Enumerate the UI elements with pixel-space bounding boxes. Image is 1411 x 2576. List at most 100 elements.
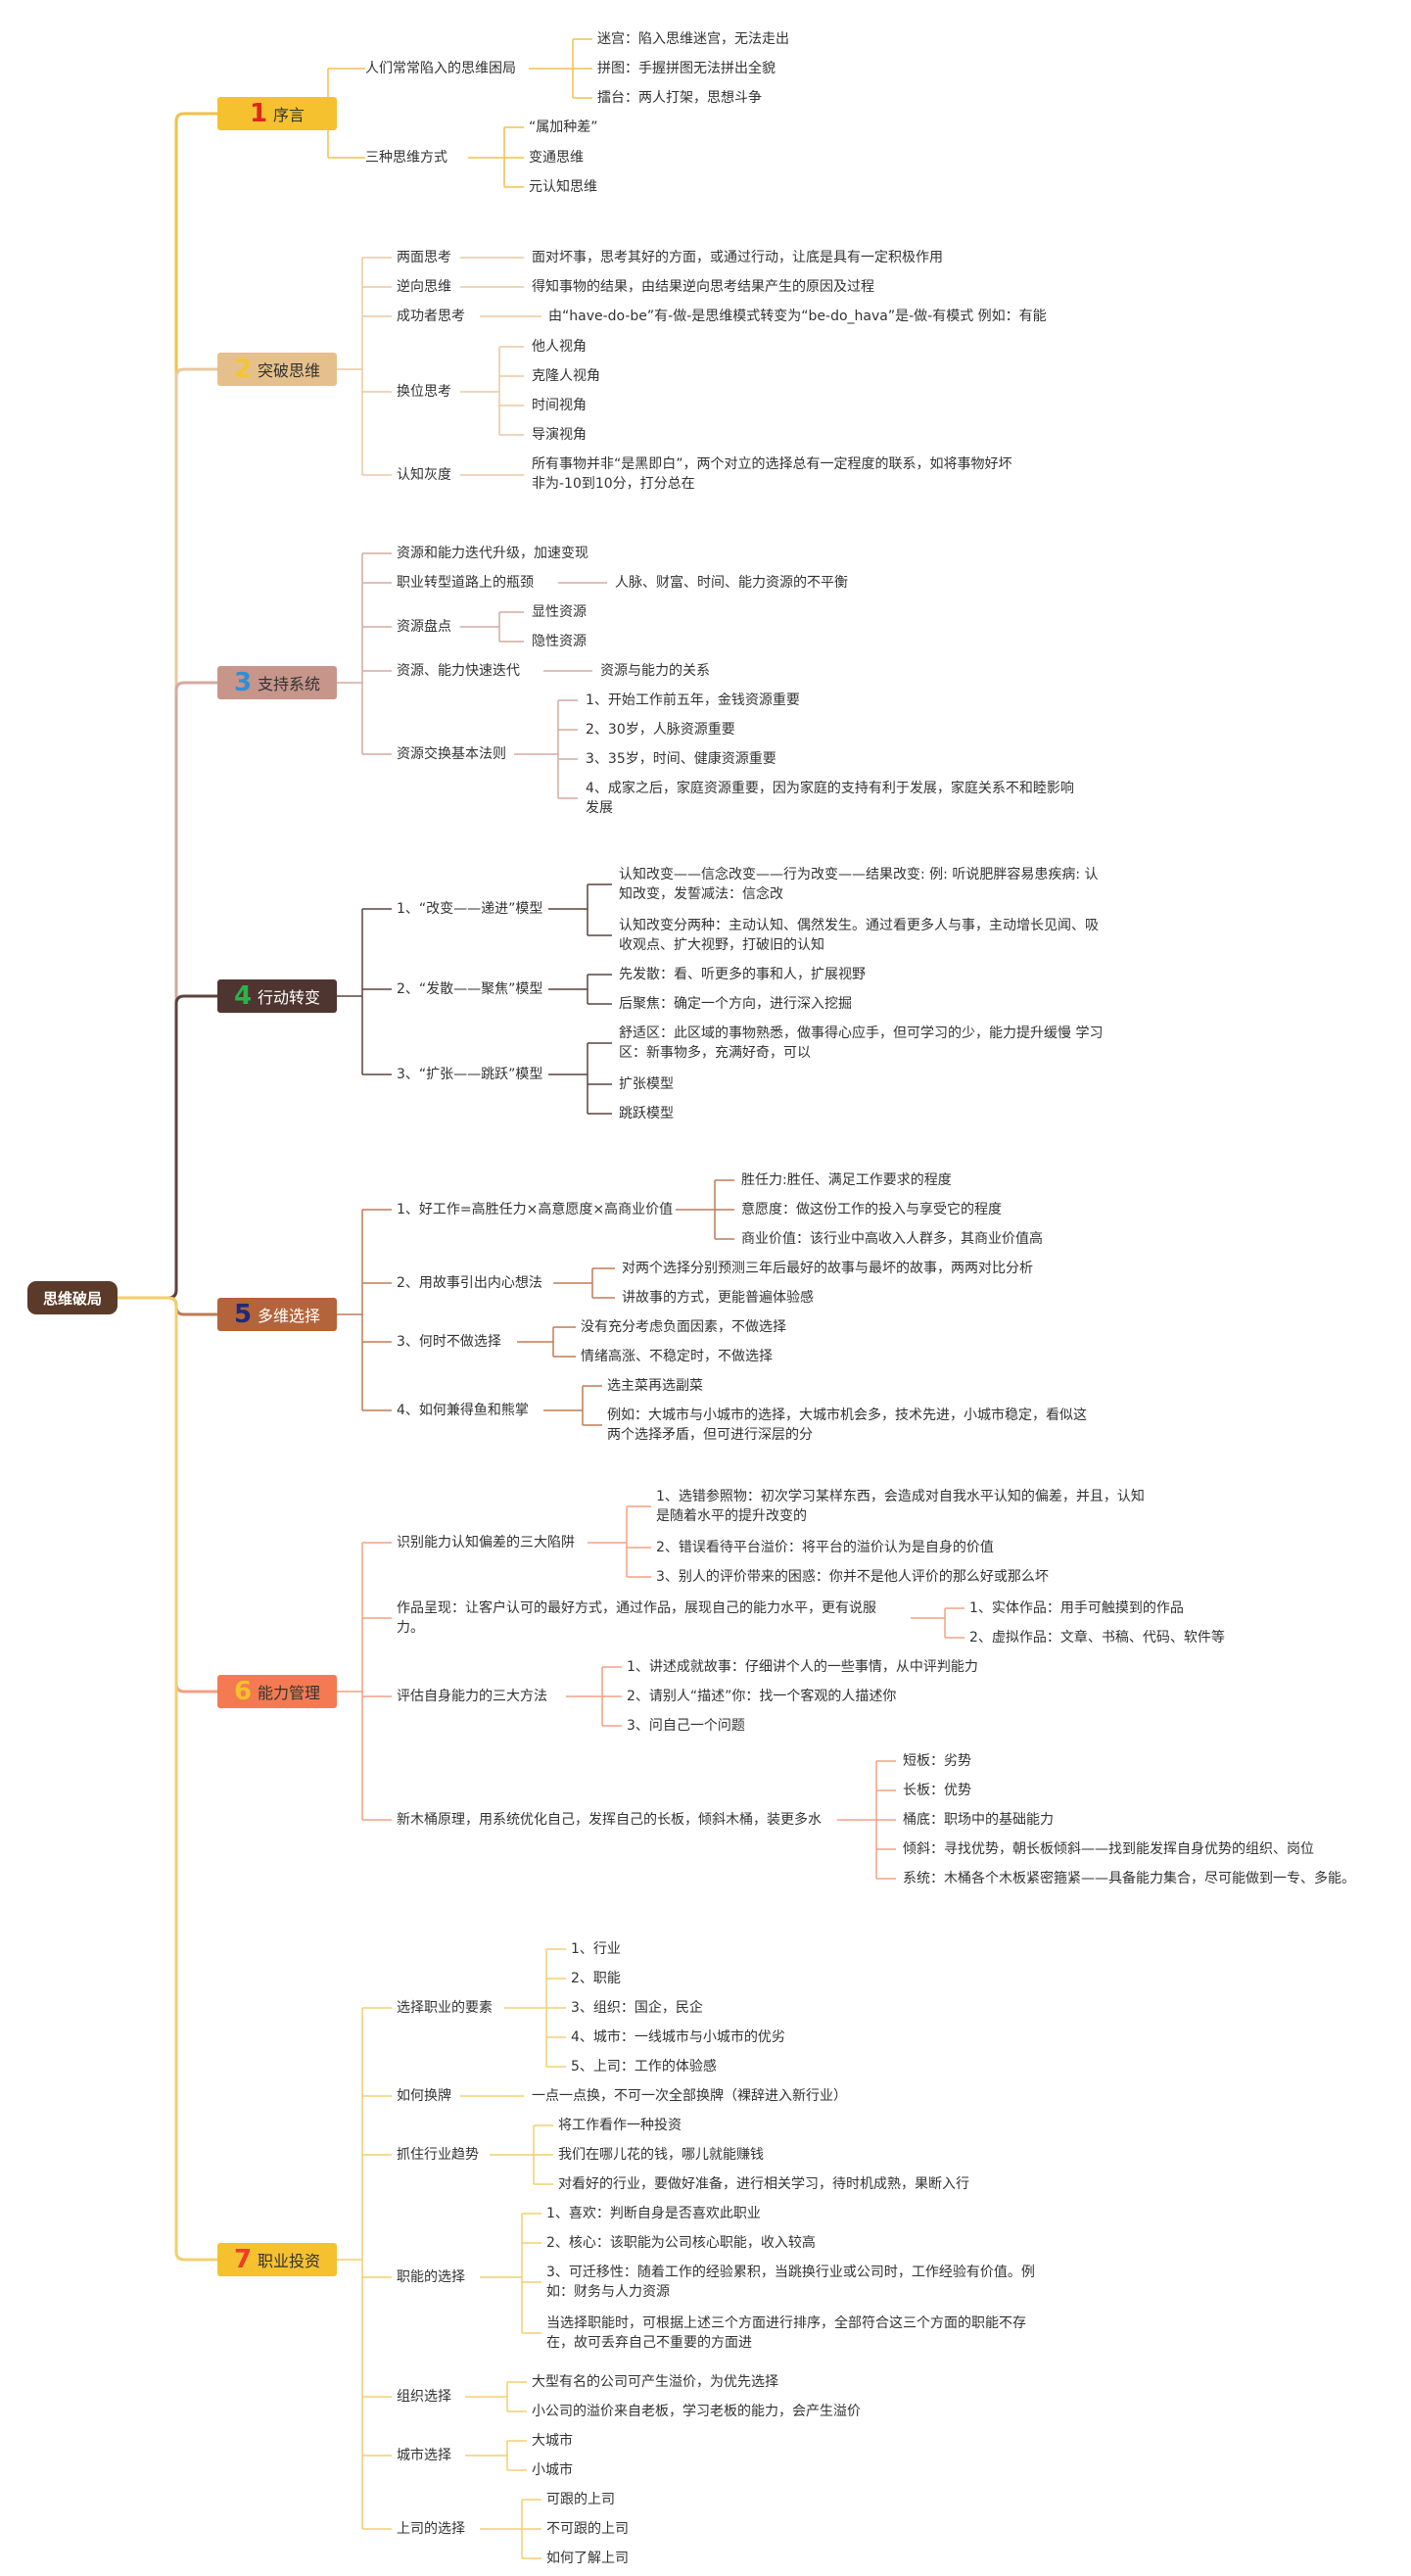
s4-leaf-multiline[interactable]: 认知改变——信念改变——行为改变——结果改变: 例: 听说肥胖容易患疾病: 认知… xyxy=(619,867,1099,902)
s2-desc-multiline[interactable]: 所有事物并非“是黑即白”，两个对立的选择总有一定程度的联系，如将事物好坏非为-1… xyxy=(532,456,1012,492)
s7-leaf[interactable]: 大型有名的公司可产生溢价，为优先选择 xyxy=(532,2374,778,2390)
s1-leaf[interactable]: “属加种差” xyxy=(529,119,598,135)
s6-leaf[interactable]: 1、讲述成就故事：仔细讲个人的一些事情，从中评判能力 xyxy=(627,1659,978,1675)
s1-leaf[interactable]: 变通思维 xyxy=(529,150,584,166)
s7-branch[interactable]: 上司的选择 xyxy=(397,2521,465,2537)
s3-leaf-multiline[interactable]: 4、成家之后，家庭资源重要，因为家庭的支持有利于发展，家庭关系不和睦影响发展 xyxy=(586,781,1074,816)
s7-leaf-multiline[interactable]: 当选择职能时，可根据上述三个方面进行排序，全部符合这三个方面的职能不存在，故可丢… xyxy=(546,2315,1026,2351)
s6-branch[interactable]: 识别能力认知偏差的三大陷阱 xyxy=(397,1535,575,1550)
s2-desc[interactable]: 得知事物的结果，由结果逆向思考结果产生的原因及过程 xyxy=(532,279,874,295)
s7-branch[interactable]: 城市选择 xyxy=(397,2448,451,2463)
s6-leaf[interactable]: 2、错误看待平台溢价：将平台的溢价认为是自身的价值 xyxy=(656,1540,994,1555)
s7-branch[interactable]: 选择职业的要素 xyxy=(397,2000,493,2016)
s7-leaf[interactable]: 2、职能 xyxy=(571,1971,621,1986)
s7-branch[interactable]: 职能的选择 xyxy=(397,2269,465,2285)
s3-leaf[interactable]: 显性资源 xyxy=(532,604,587,620)
s3-leaf[interactable]: 1、开始工作前五年，金钱资源重要 xyxy=(586,692,800,708)
s7-leaf[interactable]: 4、城市：一线城市与小城市的优劣 xyxy=(571,2029,785,2045)
s6-leaf[interactable]: 2、请别人“描述”你：找一个客观的人描述你 xyxy=(627,1689,897,1704)
s5-leaf[interactable]: 意愿度：做这份工作的投入与享受它的程度 xyxy=(741,1202,1002,1217)
s7-desc[interactable]: 一点一点换，不可一次全部换牌（裸辞进入新行业） xyxy=(532,2088,847,2104)
s7-leaf[interactable]: 小城市 xyxy=(532,2462,573,2478)
s6-leaf[interactable]: 1、实体作品：用手可触摸到的作品 xyxy=(969,1600,1184,1616)
s6-leaf[interactable]: 桶底：职场中的基础能力 xyxy=(903,1812,1054,1828)
s1-leaf[interactable]: 擂台：两人打架，思想斗争 xyxy=(597,90,762,106)
s7-branch[interactable]: 抓住行业趋势 xyxy=(397,2147,479,2163)
s2-branch[interactable]: 两面思考 xyxy=(397,250,451,265)
s3-branch[interactable]: 资源、能力快速迭代 xyxy=(397,663,520,679)
s2-desc[interactable]: 面对坏事，思考其好的方面，或通过行动，让底是具有一定积极作用 xyxy=(532,250,943,265)
s3-branch[interactable]: 资源和能力迭代升级，加速变现 xyxy=(397,546,588,561)
s4-leaf[interactable]: 先发散：看、听更多的事和人，扩展视野 xyxy=(619,967,866,982)
s7-leaf[interactable]: 小公司的溢价来自老板，学习老板的能力，会产生溢价 xyxy=(532,2404,861,2419)
root-node[interactable]: 思维破局 xyxy=(27,1281,118,1314)
s7-branch[interactable]: 如何换牌 xyxy=(397,2088,451,2104)
s3-leaf[interactable]: 隐性资源 xyxy=(532,634,587,649)
s3-branch[interactable]: 职业转型道路上的瓶颈 xyxy=(397,575,534,591)
s7-leaf[interactable]: 2、核心：该职能为公司核心职能，收入较高 xyxy=(546,2235,816,2251)
s2-leaf[interactable]: 导演视角 xyxy=(532,427,587,443)
s6-leaf[interactable]: 系统：木桶各个木板紧密箍紧——具备能力集合，尽可能做到一专、多能。 xyxy=(903,1871,1355,1886)
s7-leaf[interactable]: 1、行业 xyxy=(571,1941,621,1957)
s6-leaf-multiline[interactable]: 1、选错参照物：初次学习某样东西，会造成对自我水平认知的偏差，并且，认知是随着水… xyxy=(656,1489,1145,1524)
s6-leaf[interactable]: 2、虚拟作品：文章、书稿、代码、软件等 xyxy=(969,1630,1225,1646)
s7-leaf[interactable]: 我们在哪儿花的钱，哪儿就能赚钱 xyxy=(558,2147,764,2163)
s5-leaf[interactable]: 讲故事的方式，更能普遍体验感 xyxy=(622,1290,814,1306)
s6-leaf[interactable]: 3、问自己一个问题 xyxy=(627,1718,745,1734)
s2-branch[interactable]: 认知灰度 xyxy=(397,467,451,483)
s3-desc[interactable]: 人脉、财富、时间、能力资源的不平衡 xyxy=(615,575,848,591)
s7-leaf[interactable]: 可跟的上司 xyxy=(546,2492,615,2507)
s5-leaf[interactable]: 商业价值：该行业中高收入人群多，其商业价值高 xyxy=(741,1231,1043,1247)
s7-branch[interactable]: 组织选择 xyxy=(397,2389,451,2405)
s5-leaf-multiline[interactable]: 例如：大城市与小城市的选择，大城市机会多，技术先进，小城市稳定，看似这两个选择矛… xyxy=(607,1407,1087,1443)
s6-branch[interactable]: 新木桶原理，用系统优化自己，发挥自己的长板，倾斜木桶，装更多水 xyxy=(397,1812,822,1828)
s5-leaf[interactable]: 没有充分考虑负面因素，不做选择 xyxy=(581,1319,786,1335)
s7-leaf[interactable]: 对看好的行业，要做好准备，进行相关学习，待时机成熟，果断入行 xyxy=(558,2176,969,2192)
s2-desc[interactable]: 由“have-do-be”有-做-是思维模式转变为“be-do_hava”是-做… xyxy=(548,309,1047,324)
s4-leaf[interactable]: 后聚焦：确定一个方向，进行深入挖掘 xyxy=(619,996,852,1012)
s2-leaf[interactable]: 他人视角 xyxy=(532,339,587,355)
s5-branch[interactable]: 1、好工作=高胜任力×高意愿度×高商业价值 xyxy=(397,1202,674,1217)
s7-leaf[interactable]: 如何了解上司 xyxy=(546,2551,629,2566)
s4-leaf[interactable]: 跳跃模型 xyxy=(619,1106,674,1121)
s7-leaf[interactable]: 将工作看作一种投资 xyxy=(558,2118,682,2133)
s2-branch[interactable]: 成功者思考 xyxy=(397,309,465,324)
s5-branch[interactable]: 2、用故事引出内心想法 xyxy=(397,1275,542,1291)
s3-desc[interactable]: 资源与能力的关系 xyxy=(600,663,710,679)
s5-branch[interactable]: 3、何时不做选择 xyxy=(397,1334,501,1350)
s4-leaf-multiline[interactable]: 舒适区：此区域的事物熟悉，做事得心应手，但可学习的少，能力提升缓慢 学习区：新事… xyxy=(619,1026,1104,1061)
s7-leaf[interactable]: 大城市 xyxy=(532,2433,573,2449)
s3-leaf[interactable]: 3、35岁，时间、健康资源重要 xyxy=(586,751,776,767)
s1-branch-modes[interactable]: 三种思维方式 xyxy=(365,150,447,166)
s6-leaf[interactable]: 长板：优势 xyxy=(903,1783,971,1798)
s7-leaf[interactable]: 3、组织：国企，民企 xyxy=(571,2000,703,2016)
s4-branch[interactable]: 2、“发散——聚焦”模型 xyxy=(397,981,543,997)
s6-branch[interactable]: 评估自身能力的三大方法 xyxy=(397,1689,547,1704)
s5-leaf[interactable]: 胜任力:胜任、满足工作要求的程度 xyxy=(741,1172,952,1188)
s3-branch[interactable]: 资源交换基本法则 xyxy=(397,746,506,762)
s6-branch-multiline[interactable]: 作品呈现：让客户认可的最好方式，通过作品，展现自己的能力水平，更有说服力。 xyxy=(397,1600,876,1636)
s5-leaf[interactable]: 对两个选择分别预测三年后最好的故事与最坏的故事，两两对比分析 xyxy=(622,1261,1033,1276)
s6-leaf[interactable]: 3、别人的评价带来的困惑：你并不是他人评价的那么好或那么坏 xyxy=(656,1569,1049,1585)
s2-leaf[interactable]: 时间视角 xyxy=(532,398,587,413)
s4-leaf[interactable]: 扩张模型 xyxy=(619,1076,674,1092)
s7-leaf[interactable]: 不可跟的上司 xyxy=(546,2521,629,2537)
s5-branch[interactable]: 4、如何兼得鱼和熊掌 xyxy=(397,1403,529,1418)
s7-leaf-multiline[interactable]: 3、可迁移性：随着工作的经验累积，当跳换行业或公司时，工作经验有价值。例如：财务… xyxy=(546,2265,1035,2300)
s3-branch[interactable]: 资源盘点 xyxy=(397,619,451,635)
s1-leaf[interactable]: 元认知思维 xyxy=(529,179,597,195)
s4-branch[interactable]: 3、“扩张——跳跃”模型 xyxy=(397,1067,543,1082)
s1-branch-dilemma[interactable]: 人们常常陷入的思维困局 xyxy=(365,61,516,76)
s6-leaf[interactable]: 短板：劣势 xyxy=(903,1753,971,1769)
s2-leaf[interactable]: 克隆人视角 xyxy=(532,368,600,384)
s5-leaf[interactable]: 选主菜再选副菜 xyxy=(607,1378,703,1394)
s1-leaf[interactable]: 迷宫：陷入思维迷宫，无法走出 xyxy=(597,31,789,47)
s7-leaf[interactable]: 5、上司：工作的体验感 xyxy=(571,2059,717,2075)
s6-leaf[interactable]: 倾斜：寻找优势，朝长板倾斜——找到能发挥自身优势的组织、岗位 xyxy=(903,1841,1314,1857)
